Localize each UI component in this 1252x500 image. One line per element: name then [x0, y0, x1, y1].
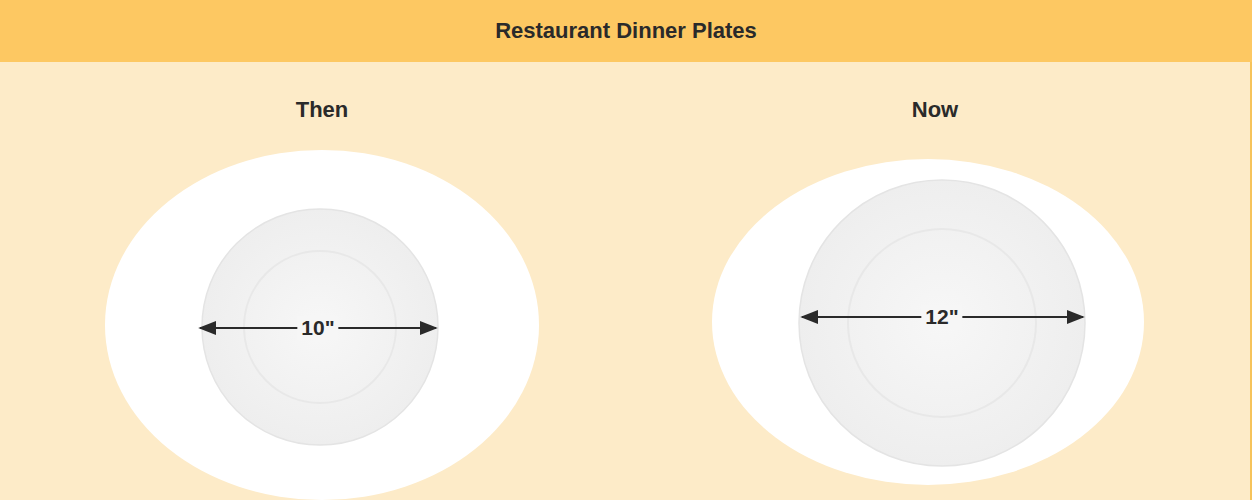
dimension-label: 10": [297, 316, 338, 340]
title: Restaurant Dinner Plates: [0, 0, 1252, 62]
column-heading: Now: [912, 97, 958, 123]
dimension-label: 12": [921, 305, 962, 329]
column-heading: Then: [296, 97, 349, 123]
